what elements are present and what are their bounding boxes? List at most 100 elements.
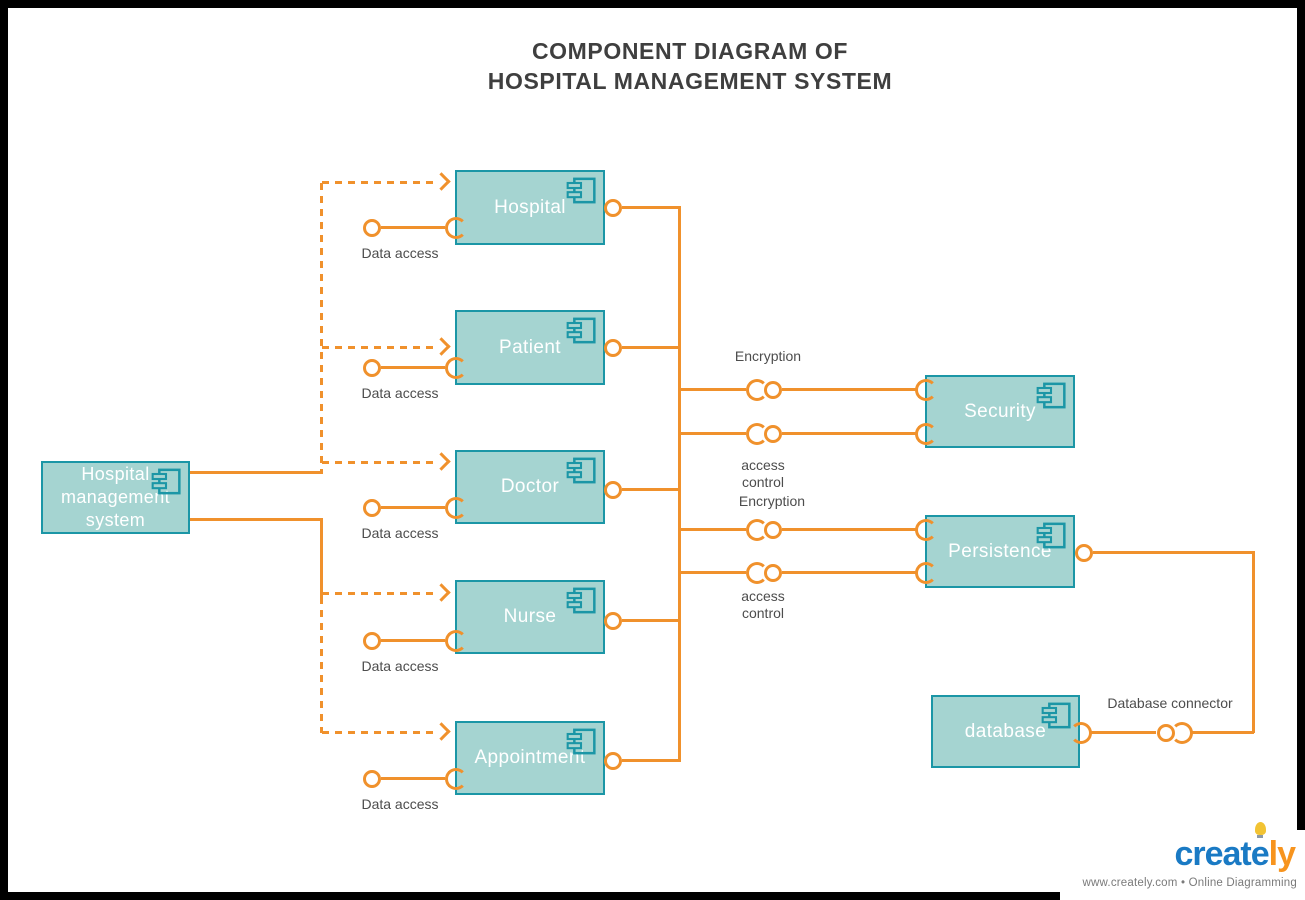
component-hospital[interactable]: Hospital — [455, 170, 605, 245]
frame-right — [1297, 0, 1305, 900]
socket-connector — [445, 217, 467, 239]
ball-connector — [363, 632, 381, 650]
component-patient[interactable]: Patient — [455, 310, 605, 385]
arrowhead-icon — [432, 172, 451, 191]
component-appointment[interactable]: Appointment — [455, 721, 605, 795]
hms-bottom-vertical-line — [320, 518, 323, 597]
arrowhead-icon — [432, 583, 451, 602]
ball-connector — [604, 339, 622, 357]
dashed-line-nurse — [322, 592, 434, 595]
component-label: Nurse — [503, 606, 557, 627]
access-control-line — [680, 432, 746, 435]
component-label: database — [964, 720, 1047, 742]
component-icon — [566, 587, 596, 614]
ball-connector — [764, 521, 782, 539]
component-label: Hospital — [494, 196, 566, 218]
ball-connector — [604, 612, 622, 630]
frame-top — [0, 0, 1305, 8]
encryption-line — [782, 528, 917, 531]
socket-connector — [1171, 722, 1193, 744]
ball-connector — [604, 481, 622, 499]
encryption-line — [782, 388, 917, 391]
vertical-bus-line — [678, 206, 681, 762]
arrowhead-icon — [432, 337, 451, 356]
frame-left — [0, 0, 8, 900]
access-control-line — [782, 432, 917, 435]
component-persistence[interactable]: Persistence — [925, 515, 1075, 588]
socket-connector — [746, 379, 768, 401]
socket-connector — [915, 423, 937, 445]
access-control-label: access control — [741, 588, 785, 621]
component-label: Hospital management system — [60, 464, 171, 530]
ball-connector — [1075, 544, 1093, 562]
socket-connector — [915, 379, 937, 401]
component-security[interactable]: Security — [925, 375, 1075, 448]
access-control-line — [782, 571, 917, 574]
encryption-label: Encryption — [734, 348, 802, 364]
data-access-label: Data access — [361, 525, 439, 541]
component-label: Security — [964, 400, 1036, 422]
ball-connector — [604, 752, 622, 770]
component-nurse[interactable]: Nurse — [455, 580, 605, 654]
ball-connector — [363, 219, 381, 237]
socket-connector — [915, 519, 937, 541]
encryption-line — [680, 388, 746, 391]
arrowhead-icon — [432, 722, 451, 741]
component-hospital-management-system[interactable]: Hospital management system — [41, 461, 190, 534]
ball-connector — [764, 564, 782, 582]
arrowhead-icon — [432, 452, 451, 471]
ball-connector — [363, 499, 381, 517]
data-access-label: Data access — [361, 385, 439, 401]
title-line-2: HOSPITAL MANAGEMENT SYSTEM — [487, 68, 893, 94]
creately-tagline[interactable]: www.creately.com • Online Diagramming — [1082, 877, 1297, 889]
dashed-line-patient — [322, 346, 434, 349]
component-icon — [1036, 522, 1066, 549]
socket-connector — [746, 423, 768, 445]
data-access-line — [381, 777, 445, 780]
component-icon — [1036, 382, 1066, 409]
frame-bottom — [0, 892, 1305, 900]
bus-branch-line — [622, 759, 680, 762]
data-access-label: Data access — [361, 658, 439, 674]
ball-connector — [764, 425, 782, 443]
encryption-line — [680, 528, 746, 531]
data-access-label: Data access — [361, 796, 439, 812]
bus-branch-line — [622, 346, 680, 349]
db-connector-line — [1090, 731, 1156, 734]
component-label: Persistence — [948, 540, 1052, 562]
encryption-label: Encryption — [738, 493, 806, 509]
component-icon — [151, 468, 181, 495]
ball-connector — [604, 199, 622, 217]
lightbulb-icon — [1254, 822, 1266, 838]
db-connector-line — [1190, 731, 1254, 734]
socket-connector — [915, 562, 937, 584]
data-access-line — [381, 506, 445, 509]
socket-connector — [445, 497, 467, 519]
component-label: Appointment — [474, 747, 586, 768]
data-access-line — [381, 639, 445, 642]
bus-branch-line — [622, 619, 680, 622]
diagram-title: COMPONENT DIAGRAM OF HOSPITAL MANAGEMENT… — [340, 36, 1040, 96]
component-database[interactable]: database — [931, 695, 1080, 768]
access-control-label: access control — [741, 457, 785, 490]
component-doctor[interactable]: Doctor — [455, 450, 605, 524]
hms-bottom-connector-line — [190, 518, 323, 521]
socket-connector — [1070, 722, 1092, 744]
bus-branch-line — [622, 206, 680, 209]
dashed-line-appointment — [322, 731, 434, 734]
dashed-line-doctor — [322, 461, 434, 464]
ball-connector — [764, 381, 782, 399]
socket-connector — [746, 562, 768, 584]
component-icon — [566, 177, 596, 204]
data-access-line — [381, 366, 445, 369]
database-connector-label: Database connector — [1107, 695, 1233, 711]
component-label: Patient — [499, 336, 561, 358]
component-icon — [566, 457, 596, 484]
socket-connector — [746, 519, 768, 541]
access-control-line — [680, 571, 746, 574]
logo-text-creat: creat — [1174, 835, 1251, 873]
ball-connector — [1157, 724, 1175, 742]
